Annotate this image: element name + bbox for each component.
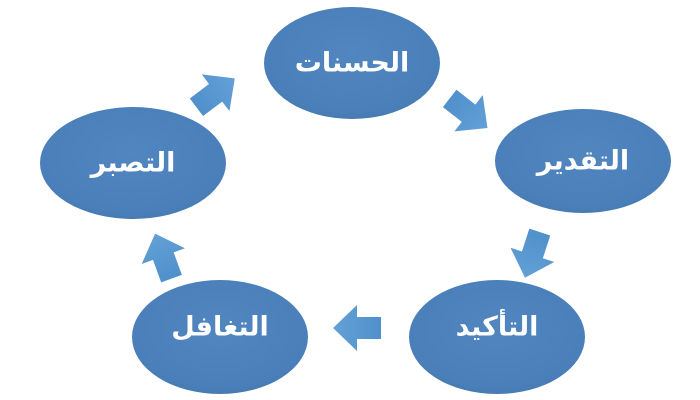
node-bottom-right-ellipse[interactable] [409, 280, 585, 394]
node-bottom-left[interactable]: التغافل [132, 280, 308, 394]
arrow-top-to-right [435, 80, 502, 147]
node-bottom-right[interactable]: التأكيد [409, 280, 585, 394]
node-bottom-left-label: التغافل [171, 312, 269, 343]
node-top[interactable]: الحسنات [264, 7, 440, 119]
node-group: الحسنات التقدير التأكيد التغافل التصبر [40, 7, 671, 394]
arrow-bottom-left-to-left [133, 225, 194, 287]
node-right-label: التقدير [535, 146, 629, 177]
node-left[interactable]: التصبر [40, 107, 226, 219]
arrow-left-to-top [182, 59, 249, 126]
node-bottom-right-label: التأكيد [456, 309, 539, 343]
node-left-label: التصبر [89, 148, 176, 179]
node-top-label: الحسنات [295, 48, 410, 79]
node-right[interactable]: التقدير [495, 109, 671, 213]
node-top-ellipse[interactable] [264, 7, 440, 119]
node-left-ellipse[interactable] [40, 107, 226, 219]
node-right-ellipse[interactable] [495, 109, 671, 213]
arrow-up-right-icon [182, 59, 249, 126]
arrow-up-left-icon [133, 225, 194, 287]
arrow-down-right-icon [435, 80, 502, 147]
arrow-down-left-icon [503, 224, 562, 285]
arrow-bottom-right-to-bottom-left [333, 305, 381, 351]
arrow-right-to-bottom-right [503, 224, 562, 285]
arrow-left-icon [333, 305, 381, 351]
node-bottom-left-ellipse[interactable] [132, 280, 308, 394]
